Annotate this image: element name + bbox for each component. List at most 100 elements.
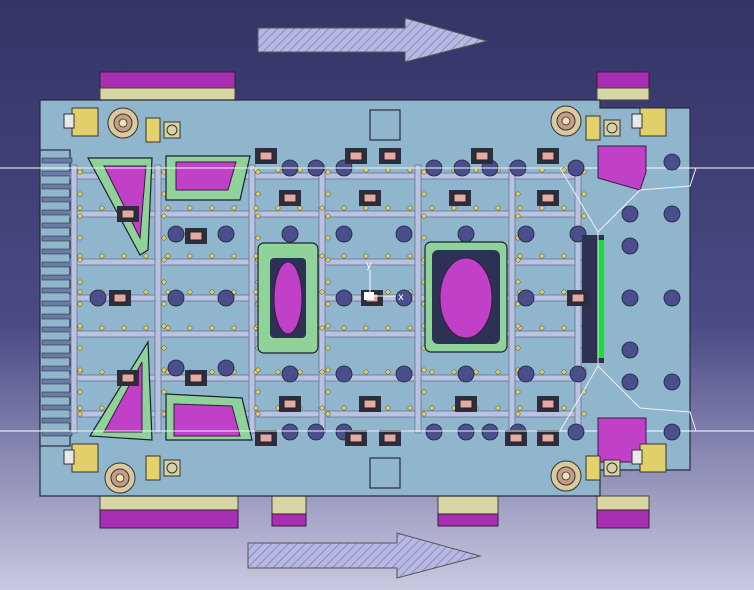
bolt [325,191,331,197]
bolt [561,289,567,295]
bolt [421,411,427,417]
bolt [99,325,105,331]
bolt [77,253,83,259]
insert-block [541,193,555,203]
bolt-hole [517,225,535,243]
bottom-block-1-magenta [99,509,239,529]
lock-cap-ring [166,462,178,474]
bolt-hole [567,159,585,177]
bolt [99,253,105,259]
insert-block [541,433,555,443]
comb-tooth [41,235,73,242]
bolt [385,289,391,295]
comb-tooth [41,300,73,307]
insert-block [459,399,473,409]
bolt [231,205,237,211]
bolt [297,369,303,375]
insert-block [541,399,555,409]
comb-tooth [41,274,73,281]
bottom-block-1 [99,495,239,511]
bolt [253,405,259,411]
bolt-hole [307,423,325,441]
guide-post-center [561,471,571,481]
bolt [77,279,83,285]
bolt [77,367,83,373]
lock-block [585,115,601,141]
bolt-hole [481,423,499,441]
lock-cap [163,459,181,477]
bolt [495,205,501,211]
bolt-hole [517,289,535,307]
bolt [581,411,587,417]
bolt-hole [281,365,299,383]
clamp-pin [631,113,643,129]
bolt [143,253,149,259]
bolt [161,213,167,219]
bolt [515,191,521,197]
bolt [517,405,523,411]
bolt [99,369,105,375]
insert-block [363,193,377,203]
comb-tooth [41,170,73,177]
bolt [561,205,567,211]
outline-trace-right [597,167,697,233]
right-strip-green[interactable] [598,240,604,358]
clamp-pin [63,449,75,465]
clamp-bracket [71,443,99,473]
insert-block [259,151,273,161]
bolt [363,205,369,211]
top-center-square[interactable] [369,109,401,141]
bolt [77,191,83,197]
bolt [341,405,347,411]
bolt [561,253,567,259]
insert-block [259,433,273,443]
bolt-hole [395,289,413,307]
bolt [515,279,521,285]
bottom-center-square[interactable] [369,457,401,489]
bolt-hole [217,359,235,377]
comb-tooth [41,248,73,255]
insert-block [453,193,467,203]
axis-x-label: x [398,292,404,303]
bolt [275,369,281,375]
bolt [539,289,545,295]
bolt [255,367,261,373]
comb-tooth [41,378,73,385]
bolt [209,253,215,259]
bottom-block-4 [596,495,650,511]
lock-cap [163,121,181,139]
bolt-hole [663,289,681,307]
bolt-hole [217,225,235,243]
insert-block [509,433,523,443]
bolt [517,253,523,259]
bolt-hole [569,365,587,383]
bolt [517,205,523,211]
insert-block [113,293,127,303]
bolt [407,325,413,331]
bolt-hole [621,289,639,307]
bolt-hole [395,225,413,243]
comb-tooth [41,313,73,320]
lock-block [585,455,601,481]
insert-block [121,373,135,383]
bolt [77,235,83,241]
bolt-hole [621,237,639,255]
bolt [495,405,501,411]
right-arrow-icon [247,532,482,579]
bolt [421,367,427,373]
bolt-hole [621,205,639,223]
insert-block [121,209,135,219]
bolt [77,257,83,263]
clamp-pin [631,449,643,465]
bolt [255,191,261,197]
lock-cap-ring [606,122,618,134]
bolt [77,411,83,417]
bolt [539,253,545,259]
bolt [561,405,567,411]
clamp-bracket [639,107,667,137]
pocket-center-right-magenta [439,257,493,339]
bolt-hole [621,341,639,359]
comb-tooth [41,157,73,164]
